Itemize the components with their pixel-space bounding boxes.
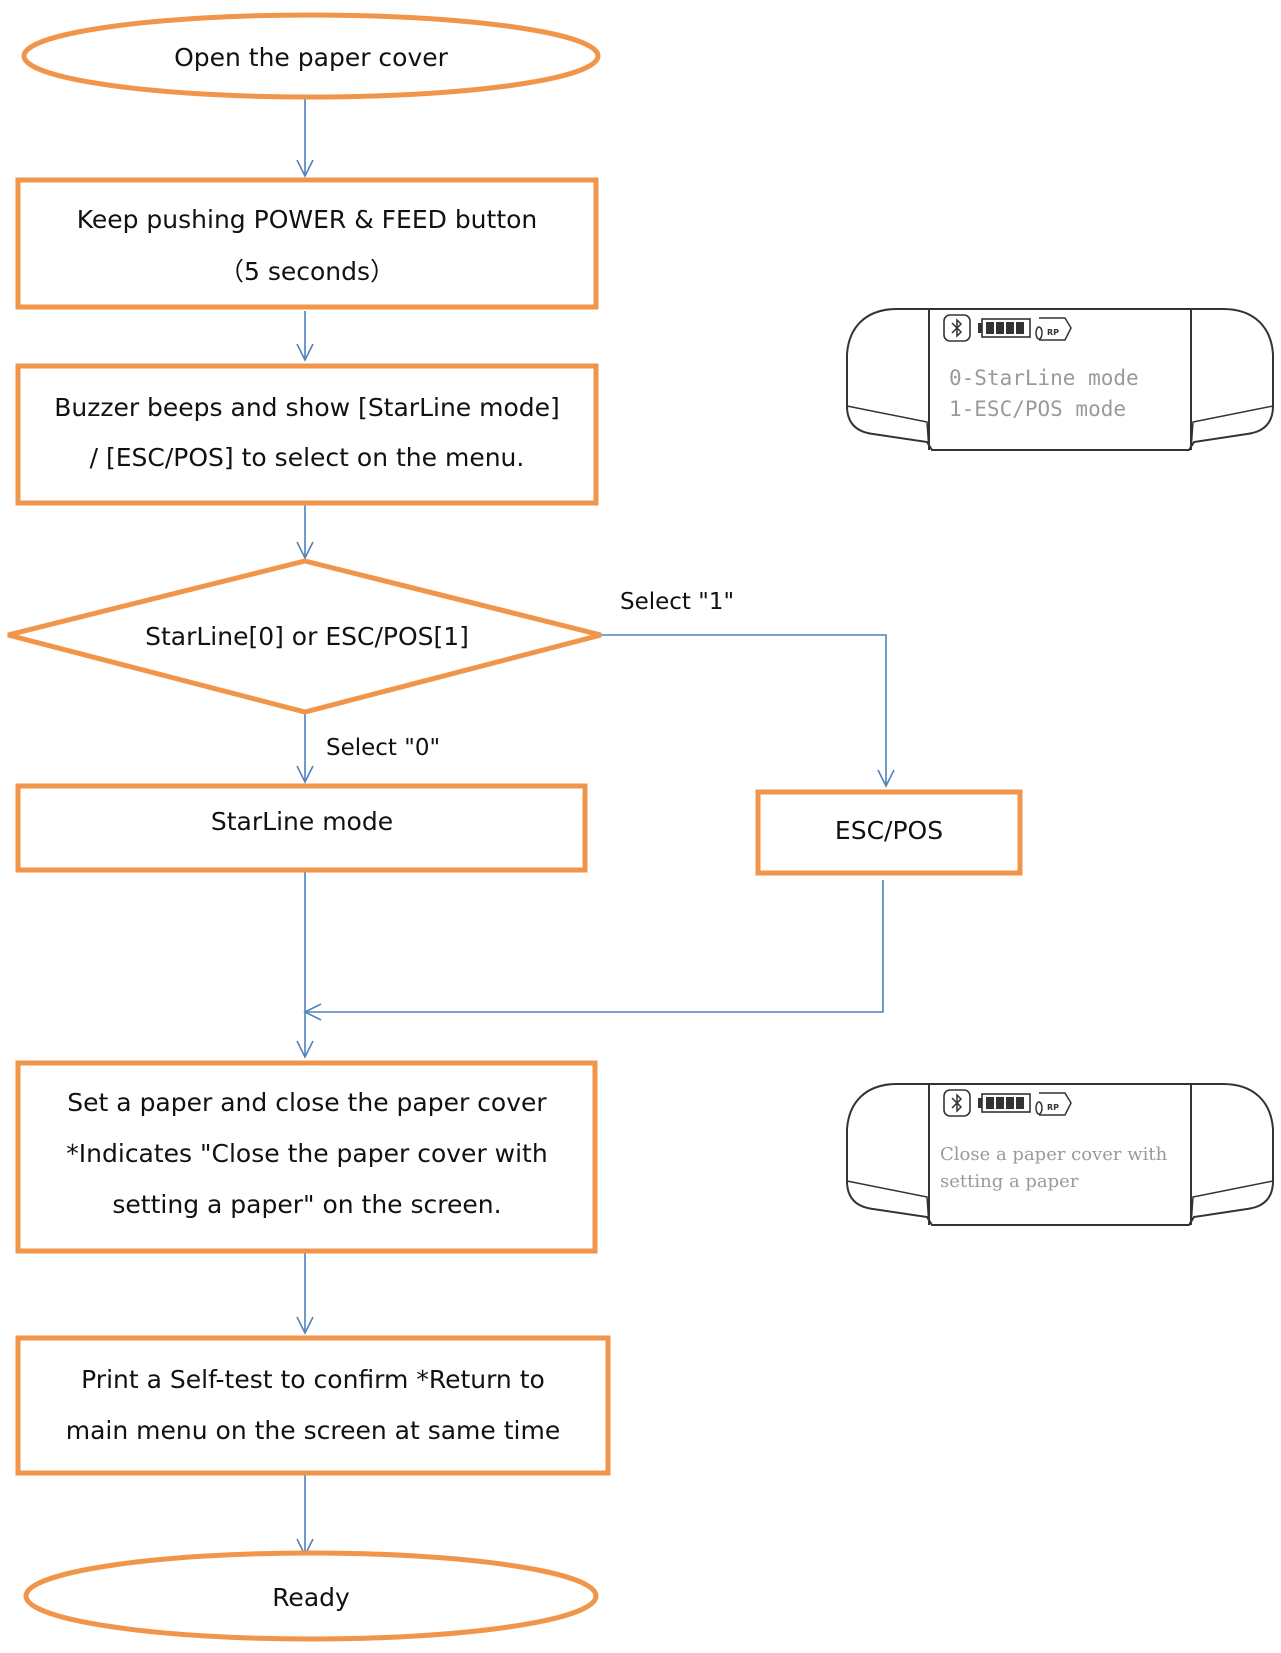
ready-label: Ready <box>272 1583 350 1612</box>
self-test-box <box>15 1335 611 1476</box>
connectors <box>296 97 895 1556</box>
starline-mode-label: StarLine mode <box>211 807 393 836</box>
paper-roll-icon: RP <box>1035 1092 1072 1116</box>
escpos-node: ESC/POS <box>755 789 1023 876</box>
buzzer-box <box>15 363 599 506</box>
device-body-outline <box>846 308 1274 451</box>
lcd-line-2: 1-ESC/POS mode <box>949 397 1126 421</box>
set-paper-line-2: *Indicates "Close the paper cover with <box>66 1139 547 1168</box>
keep-pushing-node: Keep pushing POWER & FEED button （5 seco… <box>15 177 599 310</box>
device-mode-menu: RP 0-StarLine mode 1-ESC/POS mode <box>846 308 1274 451</box>
set-paper-line-3: setting a paper" on the screen. <box>112 1190 501 1219</box>
device-close-cover: RP Close a paper cover with setting a pa… <box>846 1083 1274 1226</box>
bluetooth-icon <box>943 314 971 342</box>
bluetooth-icon <box>943 1089 971 1117</box>
paper-roll-icon: RP <box>1035 317 1072 341</box>
ready-ellipse <box>23 1550 599 1642</box>
decision-label: StarLine[0] or ESC/POS[1] <box>145 622 469 651</box>
set-paper-node: Set a paper and close the paper cover *I… <box>15 1060 598 1254</box>
decision-node: StarLine[0] or ESC/POS[1] <box>7 558 602 715</box>
device-left-grip <box>846 405 930 451</box>
escpos-label: ESC/POS <box>835 816 943 845</box>
keep-pushing-box <box>15 177 599 310</box>
starline-mode-box <box>15 783 588 873</box>
connector-decision-to-escpos <box>601 634 887 786</box>
self-test-line-1: Print a Self-test to confirm *Return to <box>81 1365 545 1394</box>
escpos-box <box>755 789 1023 876</box>
device-left-grip <box>846 1180 930 1226</box>
connector-escpos-to-merge <box>305 880 884 1013</box>
keep-pushing-line-2: （5 seconds） <box>219 257 395 286</box>
decision-diamond <box>7 558 602 715</box>
paper-roll-rp-text: RP <box>1047 328 1059 337</box>
buzzer-node: Buzzer beeps and show [StarLine mode] / … <box>15 363 599 506</box>
self-test-line-2: main menu on the screen at same time <box>66 1416 560 1445</box>
self-test-node: Print a Self-test to confirm *Return to … <box>15 1335 611 1476</box>
paper-roll-rp-text: RP <box>1047 1103 1059 1112</box>
lcd-line-2: setting a paper <box>940 1171 1079 1192</box>
edge-label-select-1: Select "1" <box>620 589 734 615</box>
device-right-grip <box>1190 405 1274 451</box>
ready-node: Ready <box>23 1550 599 1642</box>
starline-mode-node: StarLine mode <box>15 783 588 873</box>
set-paper-box <box>15 1060 598 1254</box>
device-body-outline <box>846 1083 1274 1226</box>
lcd-line-1: Close a paper cover with <box>940 1144 1168 1165</box>
buzzer-line-1: Buzzer beeps and show [StarLine mode] <box>54 393 560 422</box>
device-right-grip <box>1190 1180 1274 1226</box>
start-ellipse <box>21 12 601 100</box>
start-node: Open the paper cover <box>21 12 601 100</box>
set-paper-line-1: Set a paper and close the paper cover <box>67 1088 547 1117</box>
battery-icon <box>978 318 1031 338</box>
edge-label-select-0: Select "0" <box>326 735 440 761</box>
lcd-line-1: 0-StarLine mode <box>949 366 1139 390</box>
buzzer-line-2: / [ESC/POS] to select on the menu. <box>90 443 525 472</box>
battery-icon <box>978 1093 1031 1113</box>
keep-pushing-line-1: Keep pushing POWER & FEED button <box>77 205 538 234</box>
start-label: Open the paper cover <box>174 43 449 72</box>
